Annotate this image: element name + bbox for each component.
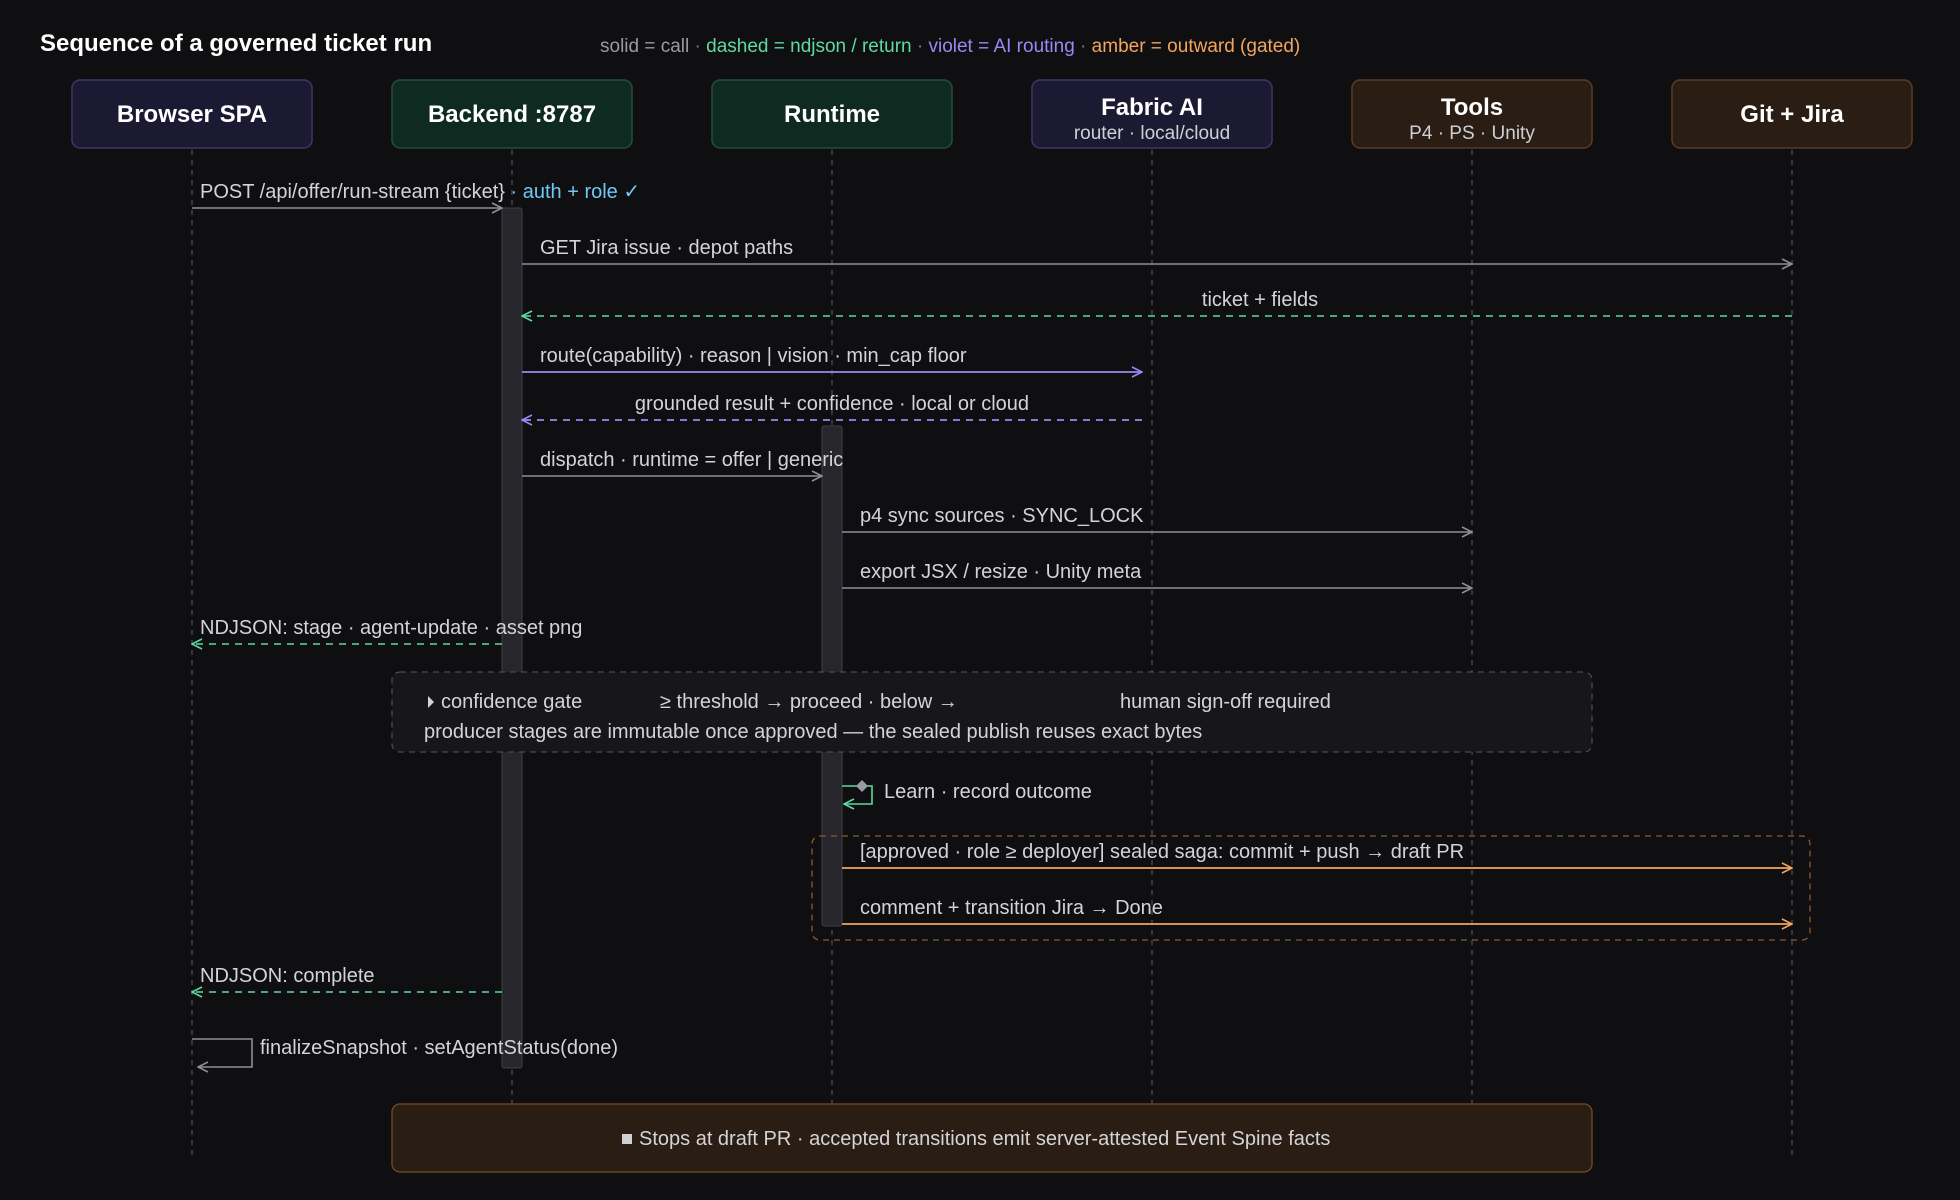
message-label: POST /api/offer/run-stream {ticket} — [200, 181, 505, 203]
legend-sep: · — [912, 36, 929, 57]
caret-right-icon — [428, 696, 434, 708]
actor-backend: Backend :8787 — [391, 79, 633, 149]
diamond-icon — [856, 780, 868, 792]
message-label: NDJSON: stage · agent-update · asset png — [200, 617, 582, 639]
actor-title: Runtime — [784, 101, 880, 128]
footer-note: Stops at draft PR · accepted transitions… — [391, 1103, 1593, 1173]
message-ndjson-complete: NDJSON: complete — [192, 965, 502, 992]
message-dispatch: dispatch · runtime = offer | generic — [522, 449, 843, 476]
actor-title: Fabric AI — [1101, 94, 1203, 121]
actor-git-jira: Git + Jira — [1671, 79, 1913, 149]
message-label: Learn · record outcome — [884, 781, 1092, 803]
message-jira-done: comment + transition Jira → Done — [842, 897, 1792, 924]
square-bullet-icon — [622, 1134, 632, 1144]
footer-text: Stops at draft PR · accepted transitions… — [639, 1128, 1330, 1150]
actor-fabric-ai: Fabric AI router · local/cloud — [1031, 79, 1273, 149]
gate-detail: producer stages are immutable once appro… — [424, 721, 1202, 743]
message-route-capability: route(capability) · reason | vision · mi… — [522, 345, 1142, 372]
gate-outcome: human sign-off required — [1120, 691, 1331, 713]
confidence-gate-note: confidence gate ≥ threshold → proceed · … — [391, 671, 1593, 753]
legend-violet: violet = AI routing — [928, 36, 1074, 57]
legend-dashed: dashed = ndjson / return — [706, 36, 911, 57]
message-sealed-saga: [approved · role ≥ deployer] sealed saga… — [842, 841, 1792, 868]
message-learn-self: Learn · record outcome — [842, 780, 1092, 804]
message-grounded-result: grounded result + confidence · local or … — [522, 393, 1142, 420]
actor-browser-spa: Browser SPA — [71, 79, 313, 149]
legend: solid = call · dashed = ndjson / return … — [600, 36, 1300, 57]
actor-subtitle: P4 · PS · Unity — [1409, 123, 1535, 144]
message-label: dispatch · runtime = offer | generic — [540, 449, 843, 471]
activation-backend — [501, 207, 523, 1069]
legend-amber: amber = outward (gated) — [1092, 36, 1301, 57]
message-finalize-self: finalizeSnapshot · setAgentStatus(done) — [192, 1037, 618, 1067]
message-label: export JSX / resize · Unity meta — [860, 561, 1142, 583]
actor-runtime: Runtime — [711, 79, 953, 149]
message-label: route(capability) · reason | vision · mi… — [540, 345, 967, 367]
legend-sep: · — [689, 36, 706, 57]
gate-label: confidence gate — [441, 691, 582, 713]
legend-sep: · — [1075, 36, 1092, 57]
message-label: NDJSON: complete — [200, 965, 375, 987]
message-get-jira-issue: GET Jira issue · depot paths — [522, 237, 1792, 264]
message-label: GET Jira issue · depot paths — [540, 237, 793, 259]
message-label: grounded result + confidence · local or … — [635, 393, 1029, 415]
message-label: finalizeSnapshot · setAgentStatus(done) — [260, 1037, 618, 1059]
message-p4-sync: p4 sync sources · SYNC_LOCK — [842, 505, 1472, 532]
actor-subtitle: router · local/cloud — [1074, 123, 1230, 144]
actor-tools: Tools P4 · PS · Unity — [1351, 79, 1593, 149]
message-label: comment + transition Jira → Done — [860, 897, 1163, 919]
lifelines — [191, 150, 1793, 1160]
message-post-run-stream: POST /api/offer/run-stream {ticket} · au… — [192, 181, 640, 208]
gate-rule: ≥ threshold → proceed · below → — [660, 691, 958, 713]
message-export-jsx: export JSX / resize · Unity meta — [842, 561, 1472, 588]
actor-title: Git + Jira — [1740, 101, 1844, 128]
legend-solid: solid = call — [600, 36, 689, 57]
message-ticket-fields: ticket + fields — [522, 289, 1792, 316]
auth-role-check: · auth + role ✓ — [505, 181, 640, 203]
message-label: ticket + fields — [1202, 289, 1318, 311]
message-label: [approved · role ≥ deployer] sealed saga… — [860, 841, 1464, 863]
actor-title: Browser SPA — [117, 101, 267, 128]
svg-text:POST /api/offer/run-stream {ti: POST /api/offer/run-stream {ticket} · au… — [200, 181, 640, 203]
diagram-title: Sequence of a governed ticket run — [40, 30, 432, 57]
gated-outward-frame — [811, 835, 1811, 941]
actor-title: Tools — [1441, 94, 1503, 121]
message-ndjson-stage: NDJSON: stage · agent-update · asset png — [192, 617, 582, 644]
actor-title: Backend :8787 — [428, 101, 596, 128]
message-label: p4 sync sources · SYNC_LOCK — [860, 505, 1144, 527]
